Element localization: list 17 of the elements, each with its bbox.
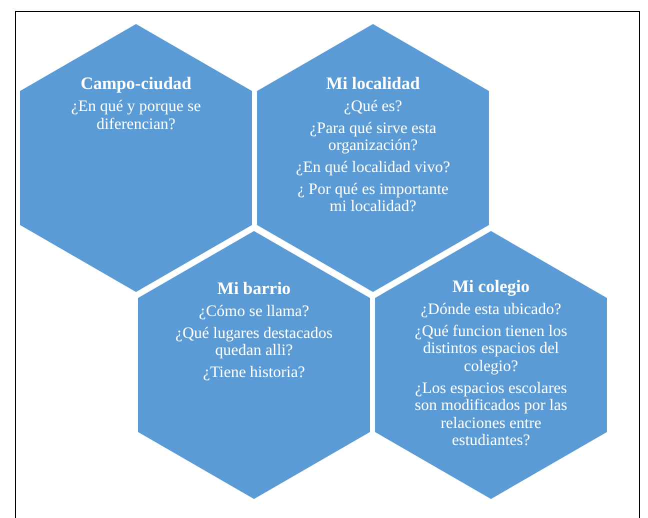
question-text: ¿Para qué sirve esta organización?	[308, 120, 438, 156]
question-text: ¿Cómo se llama?	[198, 303, 310, 321]
topic-heading: Campo-ciudad	[80, 74, 192, 94]
question-text: ¿ Por qué es importante mi localidad?	[296, 180, 450, 216]
hexagon-node	[375, 231, 607, 499]
question-text: ¿Dónde esta ubicado?	[420, 301, 562, 319]
question-text: ¿Qué lugares destacados quedan alli?	[174, 324, 334, 360]
question-text: ¿En qué y porque se diferencian?	[70, 98, 202, 134]
question-text: ¿Los espacios escolares son modificados por las relaciones entre estudiantes?	[414, 380, 568, 450]
question-text: ¿Tiene historia?	[202, 364, 306, 382]
topic-heading: Mi barrio	[217, 279, 291, 298]
question-text: ¿Qué es?	[344, 98, 402, 116]
question-text: ¿En qué localidad vivo?	[296, 159, 450, 177]
topic-heading: Mi localidad	[326, 74, 420, 94]
question-text: ¿Qué funcion tienen los distintos espacios del colegio?	[414, 322, 568, 376]
topic-heading: Mi colegio	[452, 277, 530, 296]
hexagon-node	[138, 231, 370, 499]
